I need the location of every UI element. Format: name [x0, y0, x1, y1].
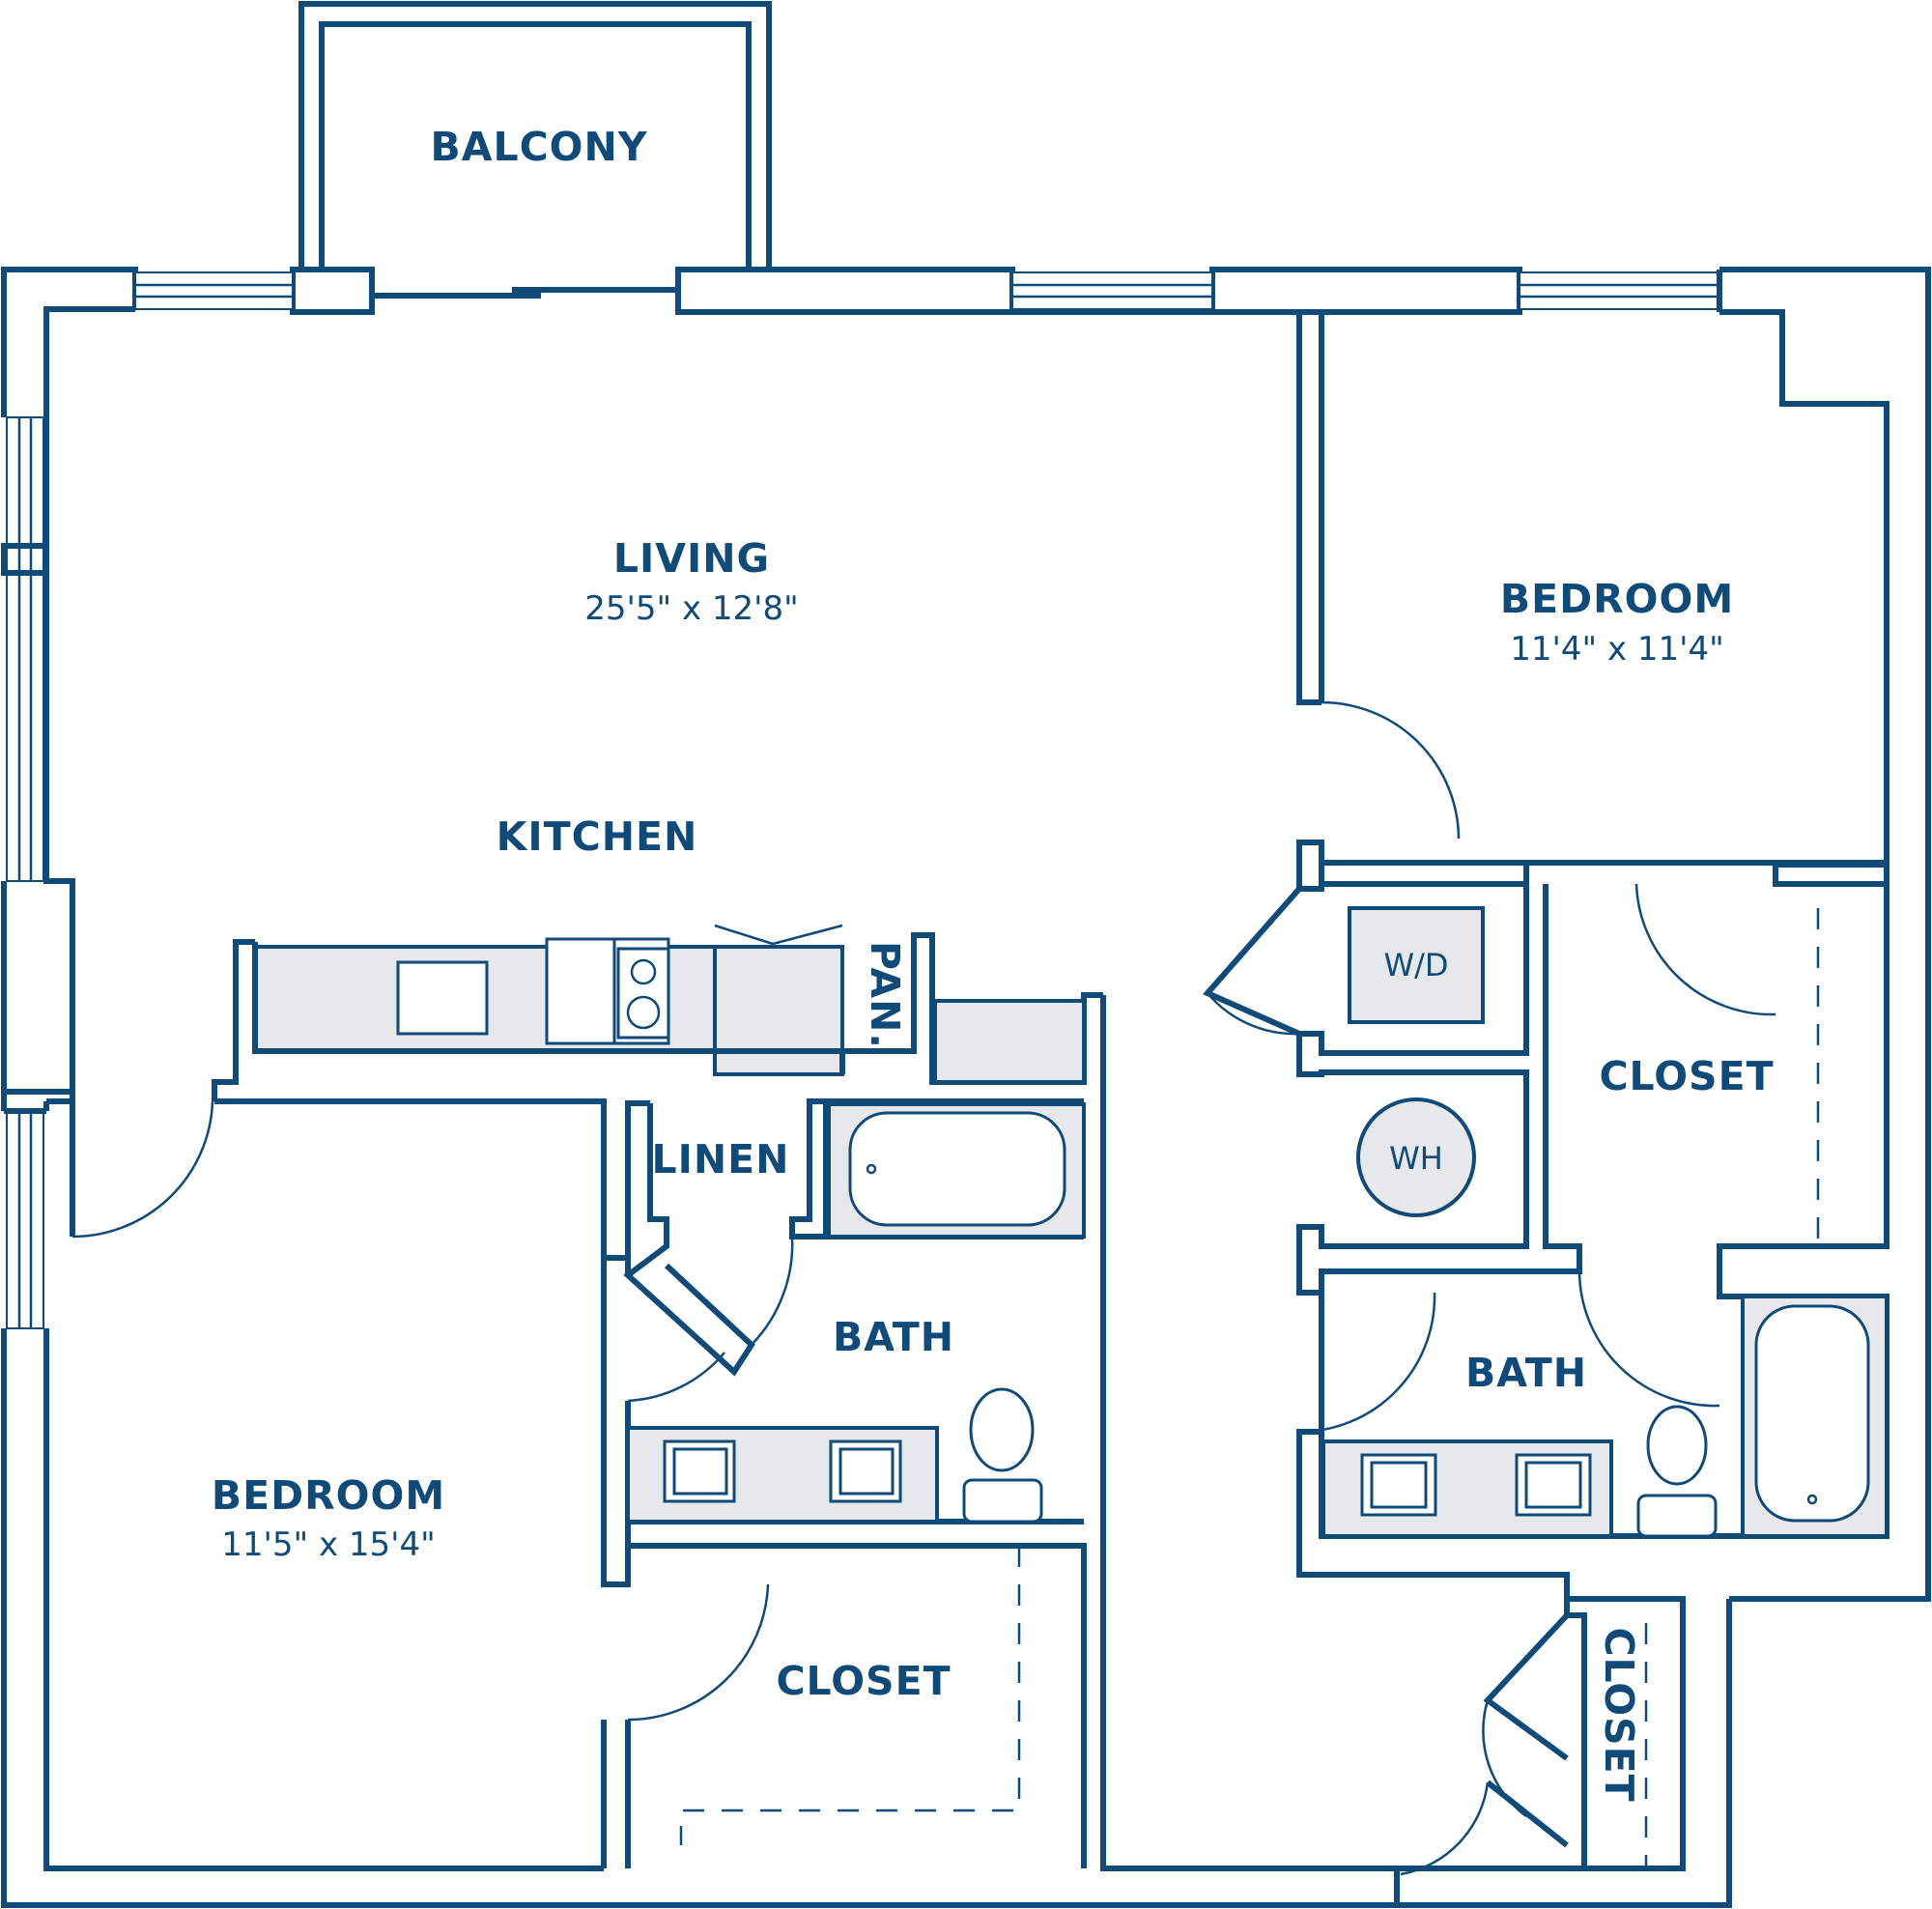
- label-closet-left: CLOSET: [776, 1658, 951, 1704]
- washer-dryer: [1348, 906, 1485, 1024]
- label-living: LIVING: [613, 535, 770, 582]
- bath-right-fixtures: [1321, 1295, 1889, 1538]
- label-washer-dryer: W/D: [1383, 947, 1448, 983]
- right-core-walls: [1203, 862, 1889, 1908]
- label-balcony: BALCONY: [430, 124, 647, 170]
- label-bedroom-left: BEDROOM: [212, 1472, 445, 1519]
- closet-shelves: [679, 908, 1820, 1868]
- label-bedroom-right: BEDROOM: [1500, 576, 1734, 622]
- label-living-size: 25'5" x 12'8": [584, 589, 799, 628]
- kitchen-counter: [212, 924, 1103, 1101]
- door-swings: [71, 700, 1776, 1876]
- balcony: [298, 1, 772, 268]
- exterior-wall-left: [1, 416, 1397, 1908]
- label-bath-left: BATH: [833, 1314, 954, 1360]
- label-bath-right: BATH: [1465, 1350, 1587, 1396]
- label-water-heater: WH: [1389, 1140, 1443, 1177]
- label-closet-right-lower: CLOSET: [1596, 1627, 1642, 1802]
- bath-left-fixtures: [626, 1102, 1086, 1524]
- label-closet-right-upper: CLOSET: [1599, 1053, 1774, 1099]
- label-bedroom-left-size: 11'5" x 15'4": [221, 1525, 436, 1564]
- water-heater: [1356, 1097, 1476, 1217]
- exterior-wall-top: [1, 267, 1931, 1602]
- label-kitchen: KITCHEN: [497, 813, 698, 860]
- label-bedroom-right-size: 11'4" x 11'4": [1510, 630, 1724, 669]
- label-linen: LINEN: [651, 1136, 789, 1182]
- label-pantry: PAN.: [862, 941, 908, 1049]
- living-inner-wall: [43, 306, 1321, 1237]
